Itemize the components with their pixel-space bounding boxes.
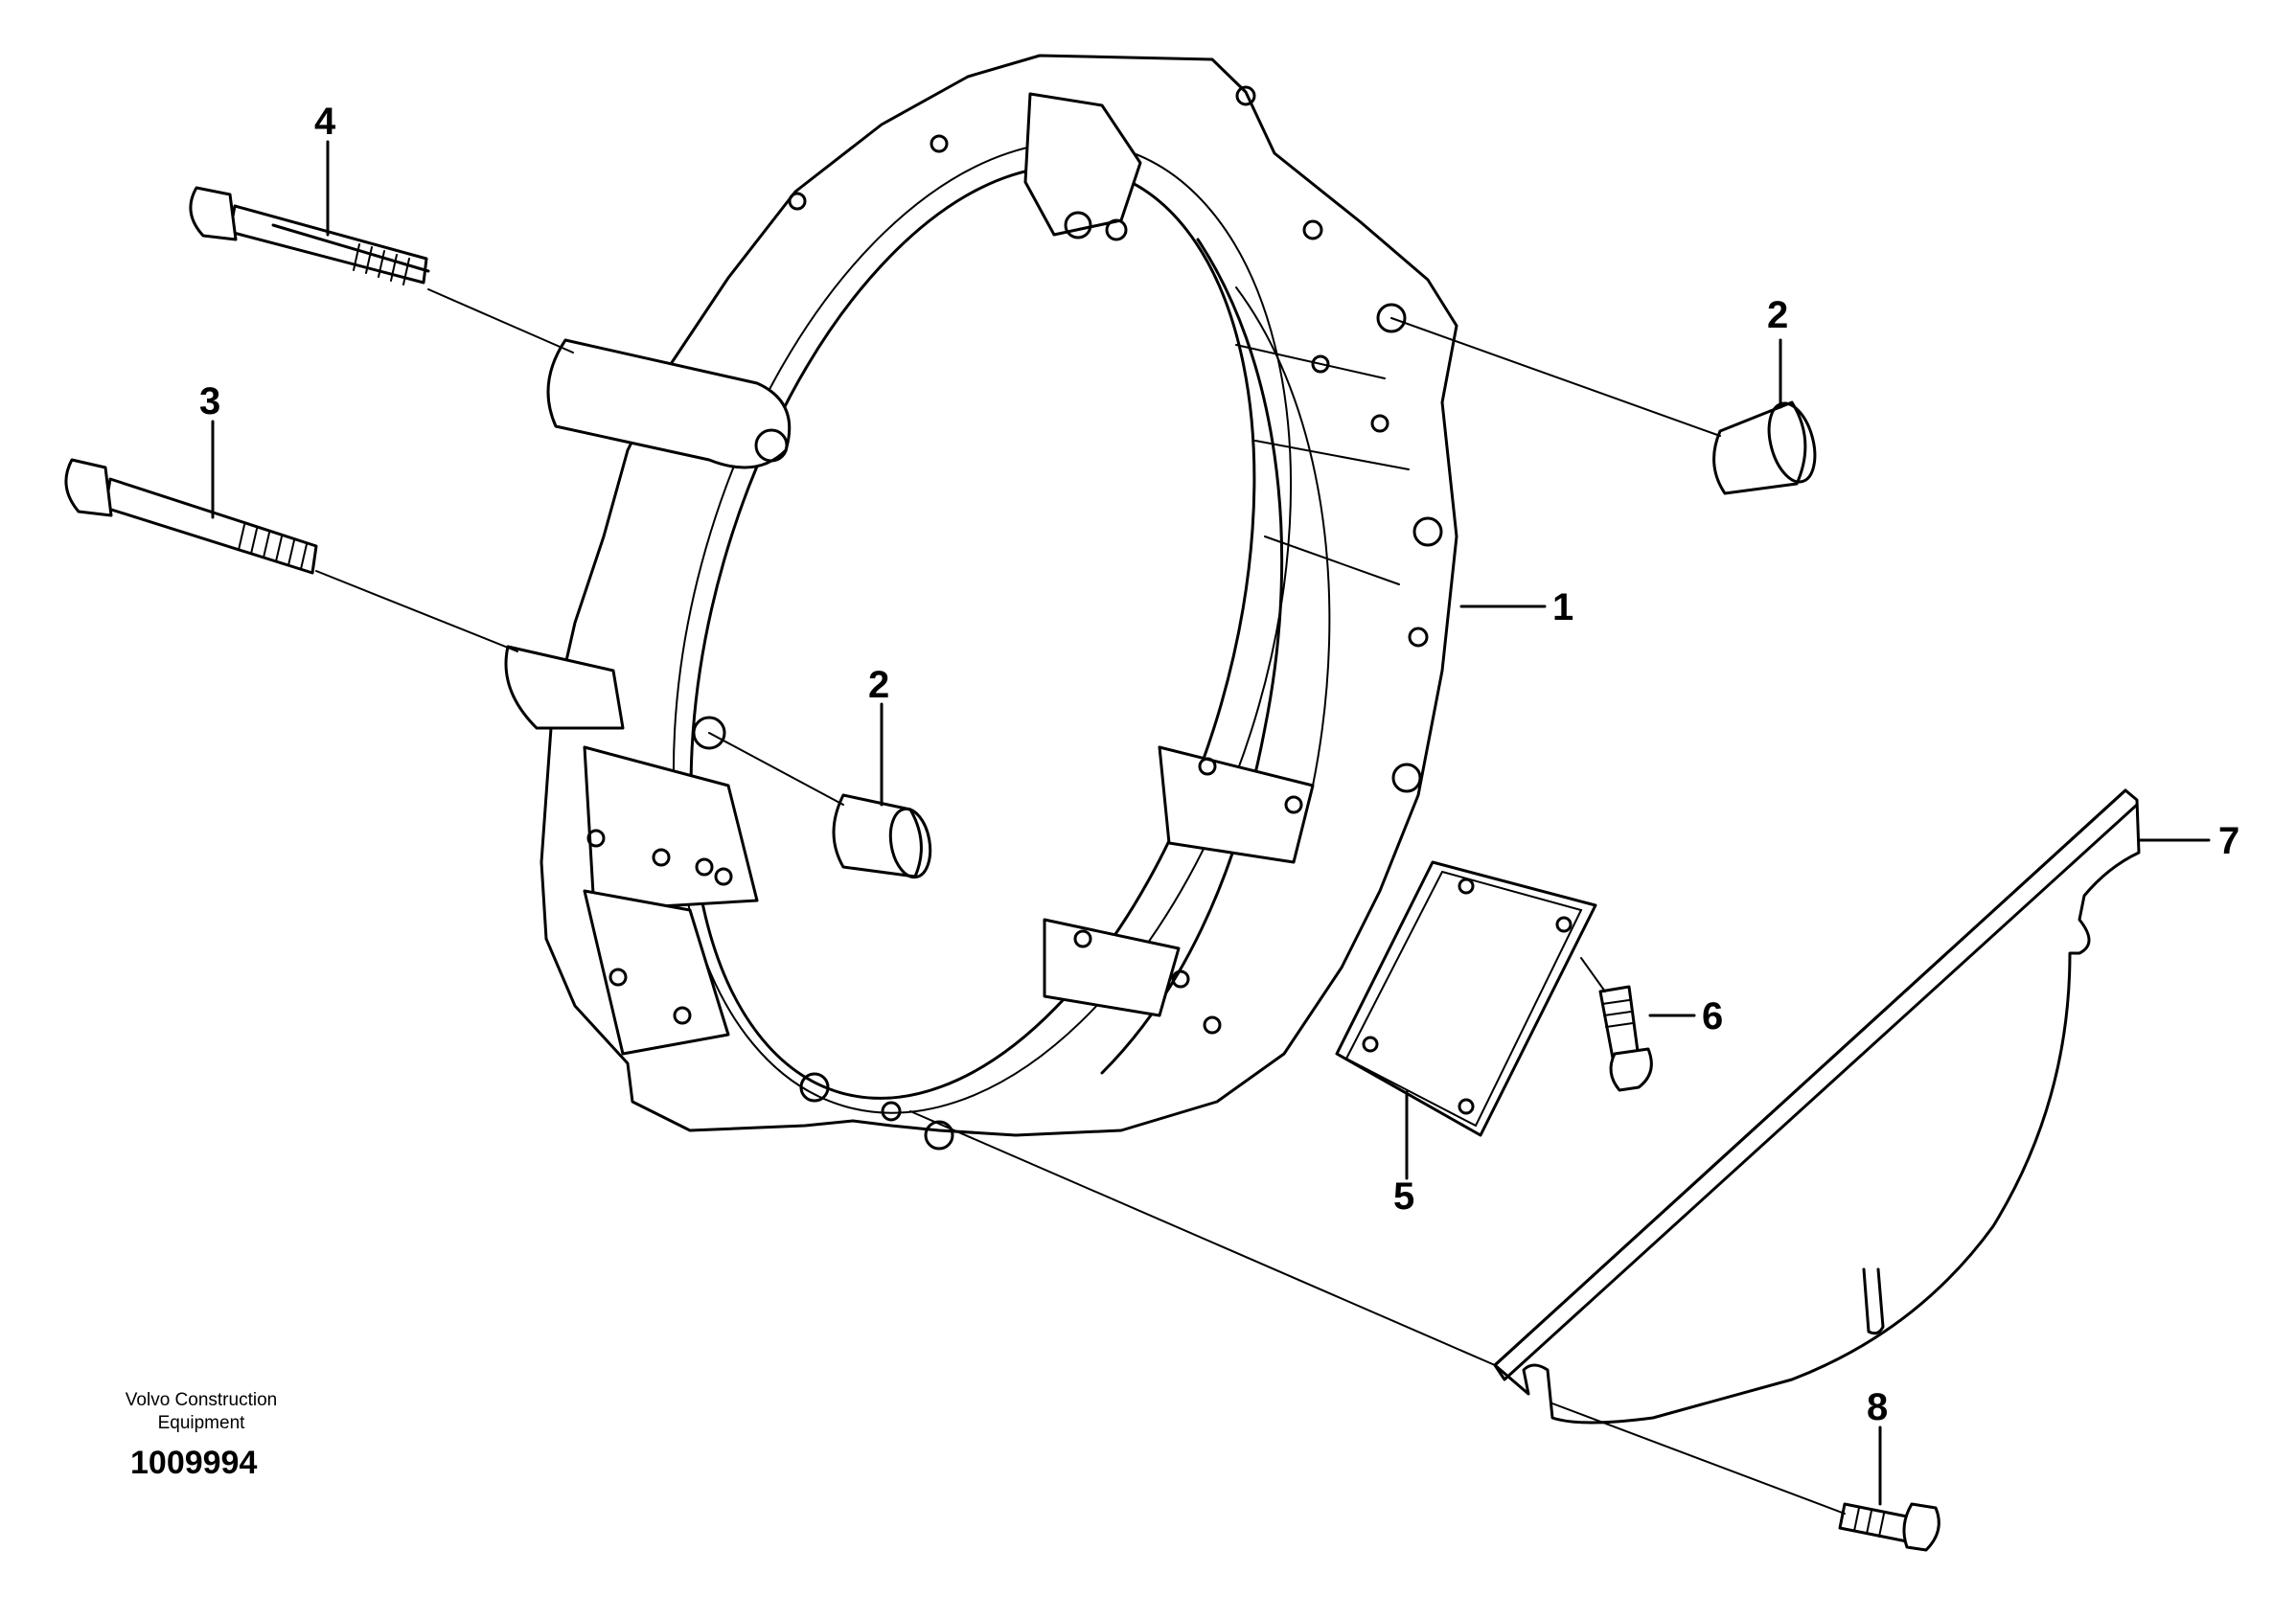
cover-shield [1493,788,2141,1425]
callout-6: 6 [1702,995,1723,1038]
shield-bolt [1838,1502,1940,1552]
flywheel-housing [504,54,1458,1151]
callout-labels: 1 2 2 3 4 5 6 7 8 [199,101,2239,1428]
document-number: 1009994 [130,1445,258,1481]
company-name-line1: Volvo Construction [125,1390,278,1410]
flange-bolt-holes [586,85,1443,1151]
callout-2-right: 2 [1767,294,1788,336]
leader-lines [211,140,2211,1506]
dowel-sleeve-center [832,793,932,879]
callout-3: 3 [199,380,220,422]
callout-8: 8 [1867,1386,1888,1428]
cover-plate [1335,860,1597,1137]
long-bolt-lower [64,458,318,575]
company-name-line2: Equipment [157,1413,245,1433]
callout-4: 4 [314,101,336,143]
long-bolt-upper [189,186,430,285]
cover-bolt [1598,985,1653,1092]
callout-2-center: 2 [868,664,889,706]
document-footer: Volvo Construction Equipment 1009994 [77,1389,326,1482]
callout-1: 1 [1552,586,1573,628]
assembly-lines [315,288,1846,1515]
dowel-sleeve-right [1712,400,1817,495]
callout-5: 5 [1393,1175,1414,1218]
callout-7: 7 [2218,820,2239,862]
